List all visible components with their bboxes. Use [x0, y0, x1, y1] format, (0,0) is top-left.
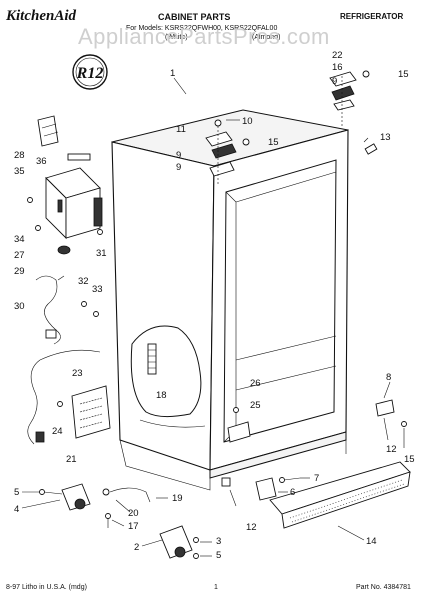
- cabinet: [111, 109, 349, 491]
- callout-19: 19: [172, 493, 183, 504]
- callout-17: 17: [128, 521, 139, 532]
- callout-21: 21: [66, 454, 77, 465]
- callout-3: 3: [216, 536, 221, 547]
- hinge-assembly-left: [205, 119, 250, 186]
- callout-9c: 9: [176, 162, 181, 173]
- callout-14: 14: [366, 536, 377, 547]
- color-almond: (Almond): [252, 34, 281, 41]
- callout-18: 18: [156, 390, 167, 401]
- part-28: [37, 115, 59, 147]
- callout-15b: 15: [398, 69, 409, 80]
- callout-20: 20: [128, 508, 139, 519]
- callout-33: 33: [92, 284, 103, 295]
- callout-24: 24: [52, 426, 63, 437]
- callout-32: 32: [78, 276, 89, 287]
- callout-11: 11: [176, 124, 186, 135]
- callout-9b: 9: [332, 76, 337, 87]
- callout-8: 8: [386, 372, 391, 383]
- roller-assembly-left: [39, 483, 91, 511]
- footer-page-number: 1: [214, 584, 218, 591]
- toe-grille: [269, 461, 411, 529]
- callout-1: 1: [170, 68, 175, 79]
- callout-12a: 12: [246, 522, 257, 533]
- part-13: [364, 143, 378, 155]
- callout-5: 5: [14, 487, 19, 498]
- models-line: For Models: KSRS22QFWH00, KSRS22QFAL00: [126, 25, 278, 32]
- callout-23: 23: [72, 368, 83, 379]
- callout-10: 10: [242, 116, 253, 127]
- control-box: [27, 153, 103, 255]
- color-white: (White): [165, 34, 188, 41]
- part-8-12-15: [227, 399, 407, 443]
- callout-22: 22: [332, 50, 343, 61]
- page-title: CABINET PARTS: [158, 12, 231, 22]
- watermark: AppliancePartsPros.com: [78, 24, 330, 49]
- cover-plate: [57, 385, 111, 439]
- part-6-7: [255, 477, 301, 501]
- callout-29: 29: [14, 266, 25, 277]
- callout-13: 13: [380, 132, 391, 143]
- callout-36: 36: [36, 156, 47, 167]
- callout-35: 35: [14, 166, 25, 177]
- callout-15a: 15: [268, 137, 279, 148]
- callout-7: 7: [314, 473, 319, 484]
- callout-16: 16: [332, 62, 343, 73]
- power-cord: [27, 349, 101, 445]
- part-19-20: [102, 487, 151, 503]
- callout-30: 30: [14, 301, 25, 312]
- callout-26: 26: [250, 378, 261, 389]
- callout-6: 6: [290, 487, 295, 498]
- roller-assembly-center: [105, 513, 199, 559]
- category-label: REFRIGERATOR: [340, 12, 404, 21]
- callout-4: 4: [14, 504, 19, 515]
- callout-25: 25: [250, 400, 261, 411]
- callout-12b: 12: [386, 444, 397, 455]
- svg-text:R12: R12: [76, 65, 104, 82]
- callout-9a: 9: [176, 150, 181, 161]
- callout-34: 34: [14, 234, 25, 245]
- callout-labels: 1 2 3 4 5 6 7 8 9 10 11 12 13 14 15 16 1…: [14, 50, 415, 561]
- wire-harness: [35, 275, 99, 345]
- callout-2: 2: [134, 542, 139, 553]
- callout-28: 28: [14, 150, 25, 161]
- footer-litho: 8-97 Litho in U.S.A. (mdg): [6, 584, 87, 591]
- r12-badge: R12: [72, 54, 108, 90]
- footer-part-number: Part No. 4384781: [356, 584, 411, 591]
- brand-logo: KitchenAid: [6, 8, 77, 24]
- leader-lines: [21, 77, 405, 557]
- callout-15c: 15: [404, 454, 415, 465]
- callout-31: 31: [96, 248, 107, 259]
- callout-27: 27: [14, 250, 25, 261]
- callout-5b: 5: [216, 550, 221, 561]
- hinge-assembly-right: [329, 70, 370, 126]
